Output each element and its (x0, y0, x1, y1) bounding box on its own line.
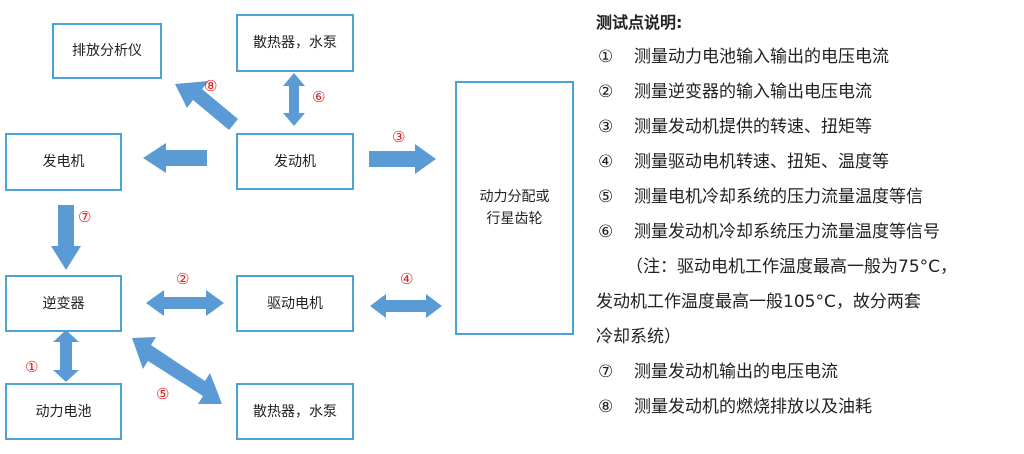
note-marker: ② (598, 82, 614, 102)
radiator-pump-top-box: 散热器，水泵 (236, 14, 354, 72)
arrows-layer (51, 73, 442, 404)
notes-title: 测试点说明: (596, 13, 683, 32)
inverter-box: 逆变器 (5, 275, 122, 332)
marker-1: ① (25, 358, 39, 376)
note-text: 测量发动机的燃烧排放以及油耗 (634, 397, 872, 417)
arrow-inverter-drivemotor-double (146, 290, 224, 316)
radiator-pump-bottom-box: 散热器，水泵 (236, 383, 354, 440)
note-item: ② 测量逆变器的输入输出电压电流 (596, 75, 1021, 110)
battery-box: 动力电池 (5, 383, 122, 440)
marker-5: ⑤ (156, 385, 170, 403)
arrow-engine-radiator-double (283, 73, 305, 126)
note-item: ⑧ 测量发动机的燃烧排放以及油耗 (596, 390, 1021, 425)
emission-analyzer-box: 排放分析仪 (52, 23, 162, 79)
note-text: 测量动力电池输入输出的电压电流 (634, 47, 889, 67)
note-text: 测量发动机输出的电压电流 (634, 362, 838, 382)
arrow-drivemotor-powersplit-double (370, 294, 442, 318)
arrow-inverter-radiator-double (132, 337, 222, 404)
power-split-box: 动力分配或 行星齿轮 (455, 81, 574, 335)
note-item: ⑤ 测量电机冷却系统的压力流量温度等信 (596, 180, 1021, 215)
engine-box: 发动机 (236, 133, 354, 190)
generator-box: 发电机 (5, 133, 122, 191)
marker-6: ⑥ (312, 88, 326, 106)
note-marker: ① (598, 47, 614, 67)
test-point-notes: 测试点说明: ① 测量动力电池输入输出的电压电流 ② 测量逆变器的输入输出电压电流 … (596, 8, 1021, 425)
note-item: ⑦ 测量发动机输出的电压电流 (596, 355, 1021, 390)
marker-2: ② (176, 270, 190, 288)
note-remark-line: 冷却系统） (596, 327, 681, 347)
arrow-engine-to-powersplit (369, 144, 436, 174)
arrow-engine-to-generator (143, 143, 207, 173)
note-marker: ⑤ (598, 187, 614, 207)
note-item: ① 测量动力电池输入输出的电压电流 (596, 40, 1021, 75)
note-remark-line: 发动机工作温度最高一般105°C，故分两套 (596, 292, 921, 312)
note-text: 测量电机冷却系统的压力流量温度等信 (634, 187, 923, 207)
note-marker: ⑥ (598, 222, 614, 242)
marker-8: ⑧ (204, 77, 218, 95)
marker-7: ⑦ (78, 208, 92, 226)
note-item: ③ 测量发动机提供的转速、扭矩等 (596, 110, 1021, 145)
marker-3: ③ (392, 128, 406, 146)
note-text: 测量逆变器的输入输出电压电流 (634, 82, 872, 102)
note-item: ④ 测量驱动电机转速、扭矩、温度等 (596, 145, 1021, 180)
powertrain-diagram: 排放分析仪 散热器，水泵 发电机 发动机 动力分配或 行星齿轮 逆变器 驱动电机… (5, 14, 574, 440)
marker-4: ④ (400, 270, 414, 288)
note-item: ⑥ 测量发动机冷却系统压力流量温度等信号 (596, 215, 1021, 250)
notes-list: ① 测量动力电池输入输出的电压电流 ② 测量逆变器的输入输出电压电流 ③ 测量发动机提… (596, 40, 1021, 425)
note-text: 测量发动机冷却系统压力流量温度等信号 (634, 222, 940, 242)
note-text: 测量驱动电机转速、扭矩、温度等 (634, 152, 889, 172)
note-remark-line: （注：驱动电机工作温度最高一般为75°C， (626, 257, 958, 277)
note-marker: ⑧ (598, 397, 614, 417)
note-marker: ④ (598, 152, 614, 172)
note-marker: ③ (598, 117, 614, 137)
arrow-inverter-battery-double (53, 330, 79, 382)
arrow-engine-to-emission (175, 81, 238, 130)
drive-motor-box: 驱动电机 (236, 275, 354, 332)
note-text: 测量发动机提供的转速、扭矩等 (634, 117, 872, 137)
note-marker: ⑦ (598, 362, 614, 382)
arrow-generator-to-inverter (51, 205, 81, 270)
